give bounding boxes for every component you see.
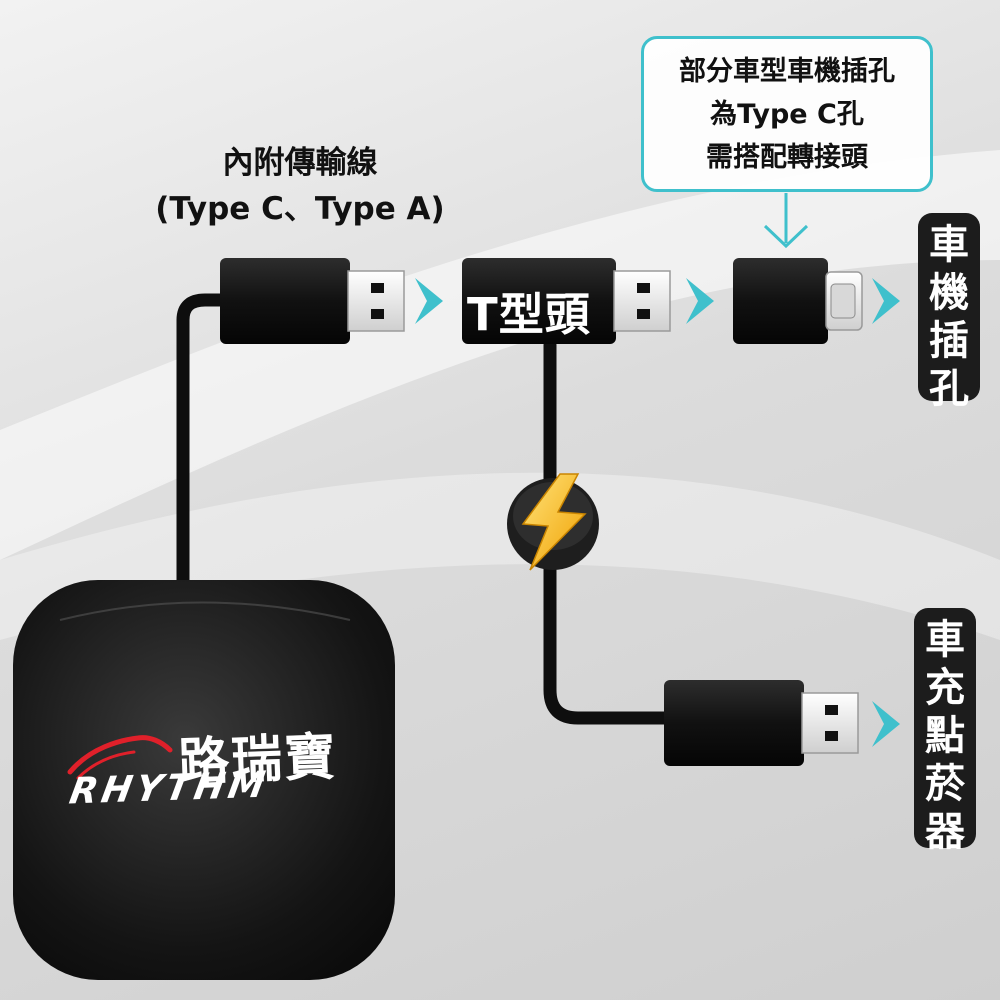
charger-char: 點 xyxy=(925,713,965,759)
charger-label: 車 充 點 菸 器 xyxy=(914,608,976,855)
cable-label-line2: (Type C、Type A) xyxy=(155,191,445,227)
car-port-label: 車 機 插 孔 xyxy=(918,213,980,412)
t-adapter-label: T型頭 xyxy=(467,288,591,341)
box-cable xyxy=(176,293,232,597)
arrow-right-icon xyxy=(872,278,900,324)
callout-line1: 部分車型車機插孔 xyxy=(679,56,895,87)
t-branch-cable xyxy=(543,338,677,725)
background-swoosh xyxy=(0,150,1000,560)
t-adapter-connector xyxy=(462,258,671,344)
car-logo-icon xyxy=(67,735,173,780)
device-highlight xyxy=(59,601,351,621)
charger-char: 器 xyxy=(925,809,965,855)
background-swoosh xyxy=(0,472,1000,640)
brand-english: RHYTHM xyxy=(66,764,273,813)
lightning-bolt-icon xyxy=(507,473,599,571)
cable-label: 內附傳輸線 (Type C、Type A) xyxy=(140,140,460,232)
callout-line2: 為Type C孔 xyxy=(710,99,864,130)
car-port-char: 孔 xyxy=(929,366,969,412)
cable-label-line1: 內附傳輸線 xyxy=(222,145,378,181)
cable-usb-connector xyxy=(220,258,405,344)
arrow-right-icon xyxy=(872,701,900,747)
callout-pointer-icon xyxy=(763,193,809,249)
arrow-right-icon xyxy=(415,278,443,324)
charger-char: 菸 xyxy=(925,761,965,807)
charger-char: 充 xyxy=(925,665,965,711)
arrow-right-icon xyxy=(686,278,714,324)
rhythm-device xyxy=(13,580,395,980)
car-port-char: 車 xyxy=(929,222,969,268)
type-c-adapter-connector xyxy=(733,258,863,344)
type-c-callout: 部分車型車機插孔 為Type C孔 需搭配轉接頭 xyxy=(641,36,933,192)
car-port-char: 機 xyxy=(929,270,969,316)
callout-line3: 需搭配轉接頭 xyxy=(706,142,868,173)
charger-char: 車 xyxy=(925,617,965,663)
car-port-char: 插 xyxy=(929,318,969,364)
charger-usb-connector xyxy=(664,680,859,766)
